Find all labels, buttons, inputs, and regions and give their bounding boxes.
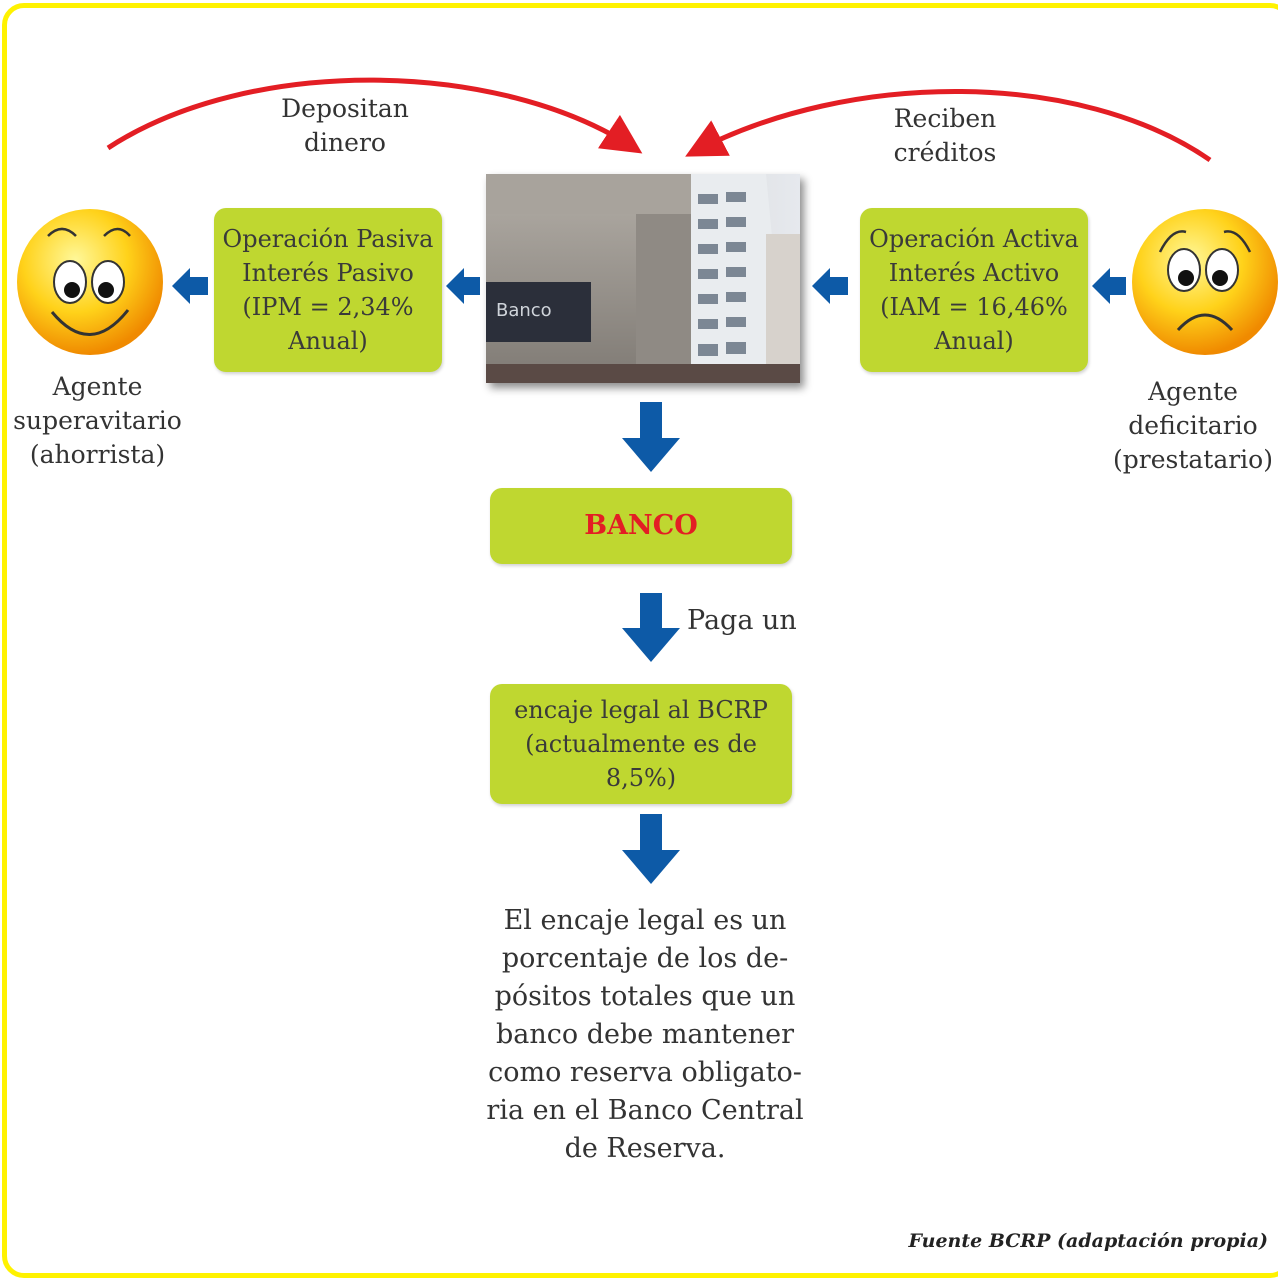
bank-building-photo: Banco: [486, 174, 800, 383]
bank-sign-text: Banco: [496, 300, 552, 321]
passive-line-1: Operación Pasiva: [222, 225, 434, 253]
active-line-4: Anual): [934, 327, 1014, 355]
credit-label-line-1: Reciben: [893, 104, 997, 133]
explanation-line-2: porcentaje de los de-: [501, 943, 789, 974]
saver-label-line-3: (ahorrista): [29, 440, 166, 469]
saver-label-line-2: superavitario: [13, 406, 182, 435]
arrow-left-to-saver: [172, 268, 208, 304]
credit-arrow: [685, 89, 1212, 163]
explanation-line-3: pósitos totales que un: [494, 981, 796, 1012]
saver-agent-label: Agente superavitario (ahorrista): [10, 370, 185, 472]
bank-box: BANCO: [490, 488, 792, 564]
reserve-line-2: (actualmente es de 8,5%): [525, 730, 757, 792]
arrow-left-to-passive-box: [446, 268, 480, 304]
borrower-label-line-3: (prestatario): [1113, 445, 1273, 474]
active-line-2: Interés Activo: [888, 259, 1060, 287]
explanation-line-5: como reserva obligato-: [488, 1057, 802, 1088]
arrow-left-to-active-box: [1092, 268, 1126, 304]
credit-label-line-2: créditos: [893, 138, 997, 167]
explanation-line-4: banco debe mantener: [495, 1019, 795, 1050]
borrower-agent-label: Agente deficitario (prestatario): [1108, 375, 1278, 477]
deposit-label-line-2: dinero: [304, 128, 386, 157]
deposit-label: Depositan dinero: [250, 92, 440, 160]
borrower-label-line-1: Agente: [1148, 377, 1238, 406]
borrower-label-line-2: deficitario: [1128, 411, 1258, 440]
passive-line-3: (IPM = 2,34%: [242, 293, 414, 321]
active-line-3: (IAM = 16,46%: [880, 293, 1068, 321]
credit-label: Reciben créditos: [850, 102, 1040, 170]
pays-label: Paga un: [687, 605, 797, 636]
arrow-down-to-reserve: [622, 593, 680, 662]
bank-title: BANCO: [584, 510, 698, 541]
active-line-1: Operación Activa: [869, 225, 1079, 253]
active-operation-box: Operación Activa Interés Activo (IAM = 1…: [860, 208, 1088, 372]
explanation-line-1: El encaje legal es un: [503, 905, 787, 936]
bank-building-image: [486, 174, 800, 383]
saver-label-line-1: Agente: [52, 372, 143, 401]
reserve-box: encaje legal al BCRP (actualmente es de …: [490, 684, 792, 804]
arrow-down-to-bank: [622, 402, 680, 472]
deposit-label-line-1: Depositan: [281, 94, 409, 123]
arrow-left-to-photo: [812, 268, 848, 304]
source-note: Fuente BCRP (adaptación propia): [908, 1230, 1268, 1252]
legal-reserve-explanation: El encaje legal es un porcentaje de los …: [480, 902, 810, 1168]
explanation-line-7: de Reserva.: [564, 1133, 726, 1164]
passive-line-2: Interés Pasivo: [242, 259, 414, 287]
deposit-arrow: [106, 77, 643, 154]
reserve-line-1: encaje legal al BCRP: [514, 696, 768, 724]
passive-operation-box: Operación Pasiva Interés Pasivo (IPM = 2…: [214, 208, 442, 372]
passive-line-4: Anual): [288, 327, 368, 355]
sad-smiley-icon: [1132, 209, 1278, 355]
arrow-down-to-explanation: [622, 814, 680, 884]
happy-smiley-icon: [17, 209, 163, 355]
explanation-line-6: ria en el Banco Central: [486, 1095, 804, 1126]
